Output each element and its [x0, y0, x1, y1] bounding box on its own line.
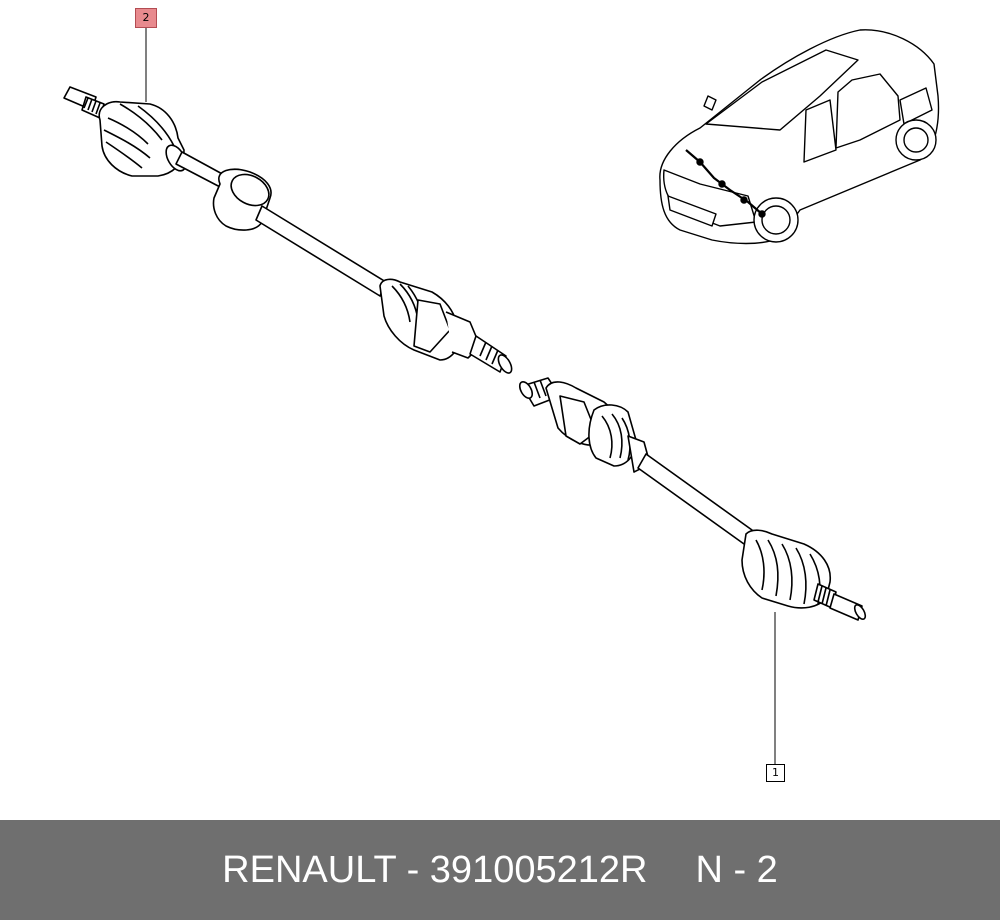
callout-part-1: 1 — [766, 764, 785, 782]
car-location-icon — [659, 29, 940, 245]
inner-cv-joint-left — [379, 278, 513, 374]
outer-stub-right — [813, 583, 867, 621]
shaft-segment-3 — [637, 453, 753, 545]
callout-part-2: 2 — [135, 8, 157, 28]
brand-part-number: RENAULT - 391005212R — [222, 848, 648, 891]
drive-shaft-diagram — [63, 28, 940, 764]
outer-stub-left — [63, 86, 105, 119]
inner-cv-joint-right — [518, 377, 651, 473]
drive-shaft-assembly — [63, 86, 867, 621]
shaft-segment-2 — [255, 205, 387, 297]
footer-caption: RENAULT - 391005212R N - 2 — [0, 820, 1000, 920]
quantity-label: N - 2 — [695, 848, 778, 891]
